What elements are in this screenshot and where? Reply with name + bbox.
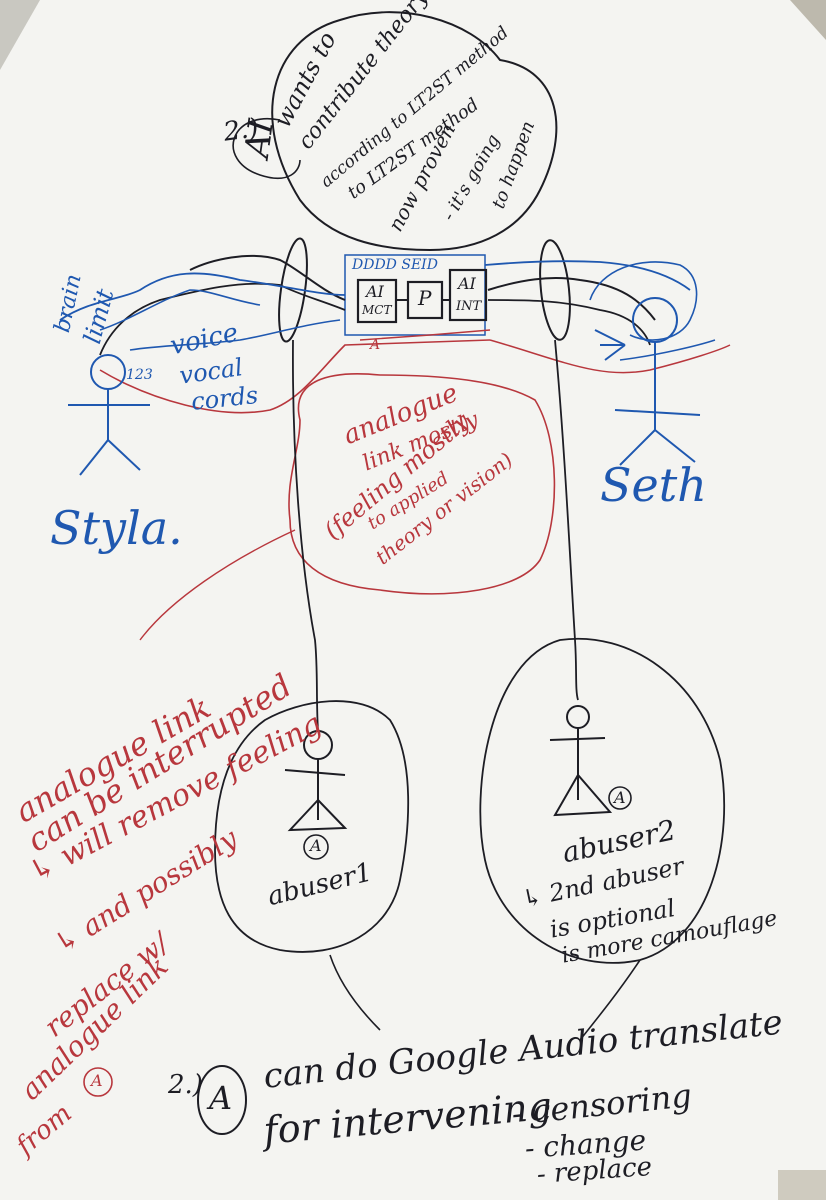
right-stick-figure bbox=[594, 297, 701, 466]
left-lens-oval bbox=[278, 237, 308, 343]
red-note-marker: A bbox=[91, 1071, 103, 1090]
red-bubble bbox=[288, 373, 556, 595]
left-person-name: Styla. bbox=[50, 501, 183, 555]
abuser2-marker: A bbox=[614, 788, 626, 807]
center-box-ai-right: AI bbox=[458, 274, 476, 293]
right-lens-oval bbox=[539, 239, 571, 341]
abuser1-bubble bbox=[214, 700, 410, 953]
footer-prefix: 2.) bbox=[168, 1070, 203, 1100]
center-box-mct: MCT bbox=[362, 303, 392, 317]
top-thought-bubble bbox=[271, 11, 558, 252]
left-stick-figure bbox=[68, 354, 150, 476]
center-box-ai-left: AI bbox=[366, 282, 384, 301]
center-box-marker: A bbox=[370, 337, 381, 353]
right-person-name: Seth bbox=[600, 458, 707, 512]
abuser2-stick-figure bbox=[549, 705, 613, 817]
abuser1-stick-figure bbox=[284, 730, 348, 832]
footer-circled-a bbox=[197, 1065, 247, 1135]
cords-label: cords bbox=[189, 381, 260, 416]
center-box-p: P bbox=[418, 286, 432, 310]
center-box-top-text: DDDD SEID bbox=[352, 257, 438, 273]
footer-marker: A bbox=[209, 1079, 233, 1117]
center-box-int: INT bbox=[456, 299, 482, 314]
mouth-mark: 123 bbox=[126, 367, 153, 383]
abuser1-marker: A bbox=[310, 836, 322, 855]
top-bubble-ai: AI bbox=[237, 116, 282, 161]
footer-item3: - replace bbox=[535, 1151, 653, 1190]
